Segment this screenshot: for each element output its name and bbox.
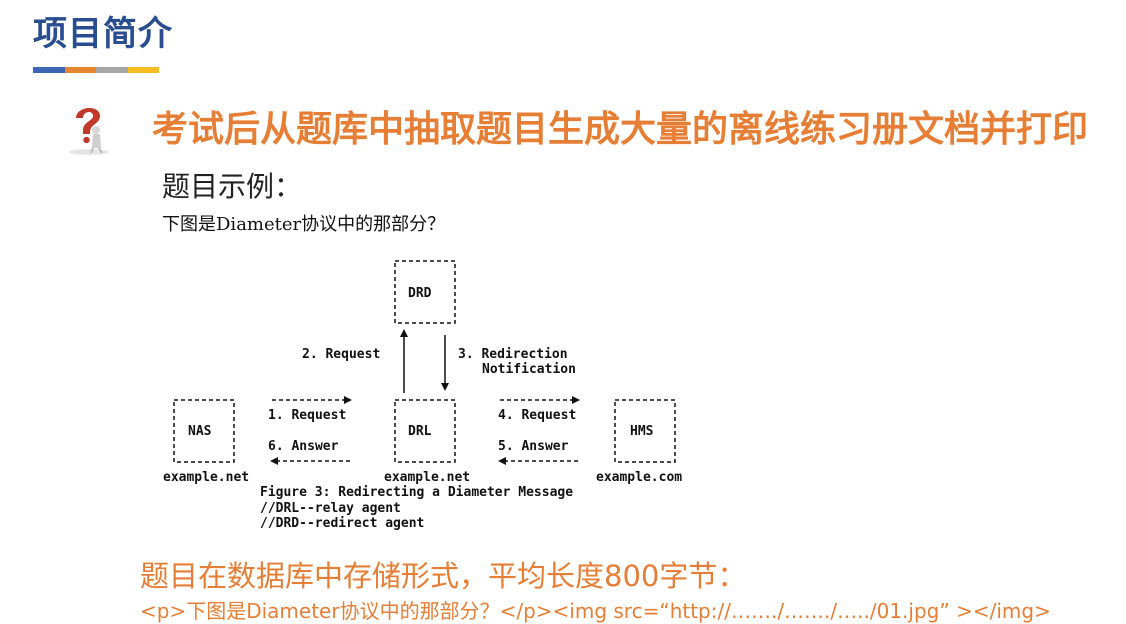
host-center: example.net — [384, 470, 470, 485]
accent-bar-yellow — [127, 67, 159, 73]
drl-box — [394, 399, 456, 463]
label-notification: Notification — [482, 362, 576, 377]
label-redirection3: 3. Redirection — [458, 347, 568, 362]
question-text: 下图是Diameter协议中的那部分？ — [162, 214, 446, 235]
html-code-sample: <p>下图是Diameter协议中的那部分？</p><img src=“http… — [140, 599, 1051, 623]
title-accent-bars — [33, 67, 159, 73]
figure-caption: Figure 3: Redirecting a Diameter Message — [260, 485, 573, 500]
host-left: example.net — [163, 470, 249, 485]
diameter-redirect-figure: DRD NAS DRL HMS 2. Request 3. Redirectio… — [163, 260, 682, 531]
arrowhead-up — [400, 329, 408, 337]
drd-node: DRD — [408, 286, 432, 301]
page-title: 项目简介 — [33, 14, 173, 54]
arrowhead-down — [441, 383, 449, 391]
nas-node: NAS — [188, 424, 212, 439]
hms-node: HMS — [630, 424, 654, 439]
arrowhead-request1 — [344, 396, 352, 404]
drl-node: DRL — [408, 424, 432, 439]
arrowhead-request4 — [572, 396, 580, 404]
question-mark-figure-icon — [69, 107, 109, 155]
accent-bar-orange — [64, 67, 96, 73]
label-request1: 1. Request — [268, 408, 346, 423]
label-request2: 2. Request — [302, 347, 380, 362]
arrowhead-answer6 — [270, 457, 278, 465]
label-request4: 4. Request — [498, 408, 576, 423]
accent-bar-blue — [33, 67, 65, 73]
storage-format-text: 题目在数据库中存储形式，平均长度800字节： — [140, 559, 747, 593]
headline: 考试后从题库中抽取题目生成大量的离线练习册文档并打印 — [152, 109, 1089, 150]
host-right: example.com — [596, 470, 682, 485]
figure-legend-drl: //DRL--relay agent — [260, 501, 401, 516]
label-answer6: 6. Answer — [268, 439, 339, 454]
drd-box — [394, 260, 456, 324]
hms-box — [614, 399, 676, 463]
example-label: 题目示例： — [162, 170, 303, 203]
label-answer5: 5. Answer — [498, 439, 569, 454]
nas-box — [173, 399, 235, 463]
arrowhead-answer5 — [498, 457, 506, 465]
accent-bar-gray — [96, 67, 128, 73]
figure-legend-drd: //DRD--redirect agent — [260, 516, 424, 531]
